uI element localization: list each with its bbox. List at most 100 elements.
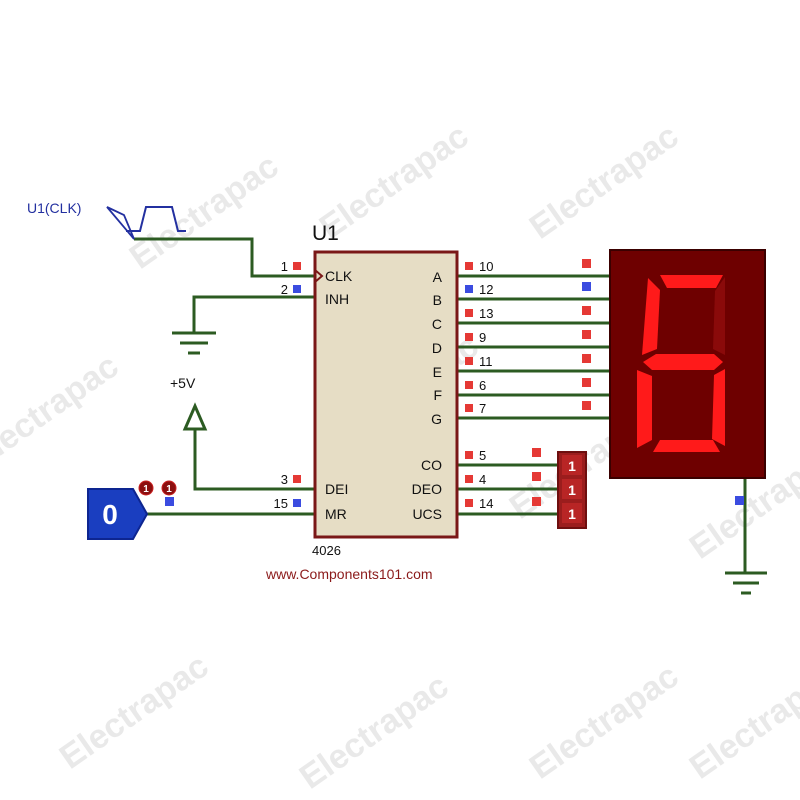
segment-a <box>660 275 723 288</box>
pin-name-d: D <box>432 340 442 356</box>
pin-state-marker <box>293 499 301 507</box>
pin-state-marker <box>465 285 473 293</box>
pin-number-12: 12 <box>479 282 493 297</box>
logic-probe-value: 1 <box>568 458 576 474</box>
clock-waveform-icon <box>126 206 186 232</box>
pin-state-marker <box>532 448 541 457</box>
pin-name-c: C <box>432 316 442 332</box>
pin-state-marker <box>582 354 591 363</box>
pin-name-inh: INH <box>325 291 349 307</box>
pin-state-marker <box>465 475 473 483</box>
pin-name-g: G <box>431 411 442 427</box>
clock-label: U1(CLK) <box>27 200 81 216</box>
pin-name-deo: DEO <box>412 481 442 497</box>
logic-state-value: 0 <box>102 499 118 530</box>
probe-indicator-value: 1 <box>143 484 149 495</box>
pin-state-marker <box>165 497 174 506</box>
ic-4026[interactable]: U1 4026 CLK INH DEI MR 1 2 3 15 A B C D … <box>274 222 494 558</box>
logic-probe-value: 1 <box>568 482 576 498</box>
pin-number-15: 15 <box>274 496 288 511</box>
pin-name-a: A <box>433 269 443 285</box>
pin-state-marker <box>582 378 591 387</box>
logic-probe-value: 1 <box>568 506 576 522</box>
watermark: Electrapac <box>0 347 125 477</box>
logic-probe <box>562 455 582 475</box>
clock-wire <box>134 237 315 278</box>
pin-name-mr: MR <box>325 506 347 522</box>
pin-state-marker <box>465 381 473 389</box>
pin-state-marker <box>465 262 473 270</box>
vcc-arrow-icon <box>182 402 208 431</box>
watermark: Electrapac <box>683 657 800 787</box>
pin-number-6: 6 <box>479 378 486 393</box>
logic-probe <box>562 503 582 523</box>
logic-state-input[interactable]: 0 1 1 <box>87 480 177 540</box>
inh-ground-wire <box>192 295 315 332</box>
pin-state-marker <box>532 497 541 506</box>
watermark: Electrapac <box>123 147 286 277</box>
ground-symbol-display <box>725 571 767 595</box>
pin-name-b: B <box>433 292 442 308</box>
watermark: Electrapac <box>523 117 686 247</box>
pin-name-dei: DEI <box>325 481 348 497</box>
probe-indicator-icon: 1 1 <box>138 480 177 496</box>
pin-state-marker <box>582 259 591 268</box>
vcc-label: +5V <box>170 375 196 391</box>
pin-state-marker <box>293 285 301 293</box>
pin-state-marker <box>465 451 473 459</box>
seven-segment-display[interactable] <box>609 249 766 479</box>
pin-name-ucs: UCS <box>412 506 442 522</box>
pin-state-marker <box>582 330 591 339</box>
pin-state-marker <box>735 496 744 505</box>
clock-generator[interactable]: U1(CLK) <box>27 200 186 240</box>
pin-number-1: 1 <box>281 259 288 274</box>
pin-state-marker <box>582 282 591 291</box>
ic-body <box>313 250 459 539</box>
pin-number-11: 11 <box>479 354 493 369</box>
segment-d <box>653 440 720 452</box>
clock-arrow-icon <box>106 206 135 240</box>
logic-probes: 1 1 1 <box>532 448 587 529</box>
watermark: Electrapac <box>53 647 216 777</box>
pin-number-14: 14 <box>479 496 493 511</box>
watermark: Electrapac <box>523 657 686 787</box>
pin-state-marker <box>465 357 473 365</box>
segment-c <box>712 369 725 446</box>
pin-state-marker <box>465 333 473 341</box>
ic-part-number: 4026 <box>312 543 341 558</box>
credit-text: www.Components101.com <box>265 566 433 582</box>
pin-name-co: CO <box>421 457 442 473</box>
display-pin-markers <box>582 259 744 505</box>
pin-number-3: 3 <box>281 472 288 487</box>
pin-number-5: 5 <box>479 448 486 463</box>
ic-reference: U1 <box>312 222 339 245</box>
pin-name-f: F <box>433 387 442 403</box>
pin-state-marker <box>465 499 473 507</box>
pin-name-e: E <box>433 364 442 380</box>
pin-state-marker <box>465 404 473 412</box>
segment-f <box>642 278 660 355</box>
segment-b <box>713 277 725 355</box>
ground-symbol-inh <box>172 331 216 355</box>
segment-e <box>637 370 652 448</box>
watermark: Electrapac <box>293 667 456 797</box>
vcc-symbol: +5V <box>170 375 208 431</box>
pin-number-7: 7 <box>479 401 486 416</box>
pin-state-marker <box>293 475 301 483</box>
pin-state-marker <box>532 472 541 481</box>
pin-state-marker <box>465 309 473 317</box>
pin-name-clk: CLK <box>325 268 353 284</box>
pin-state-marker <box>582 306 591 315</box>
pin-number-4: 4 <box>479 472 486 487</box>
pin-number-10: 10 <box>479 259 493 274</box>
logic-probe <box>562 479 582 499</box>
pin-number-13: 13 <box>479 306 493 321</box>
pin-number-2: 2 <box>281 282 288 297</box>
clock-input-icon <box>314 269 324 283</box>
segment-g <box>643 354 723 370</box>
probe-indicator-value: 1 <box>166 484 172 495</box>
pin-state-marker <box>293 262 301 270</box>
pin-state-marker <box>582 401 591 410</box>
wires <box>134 237 747 572</box>
